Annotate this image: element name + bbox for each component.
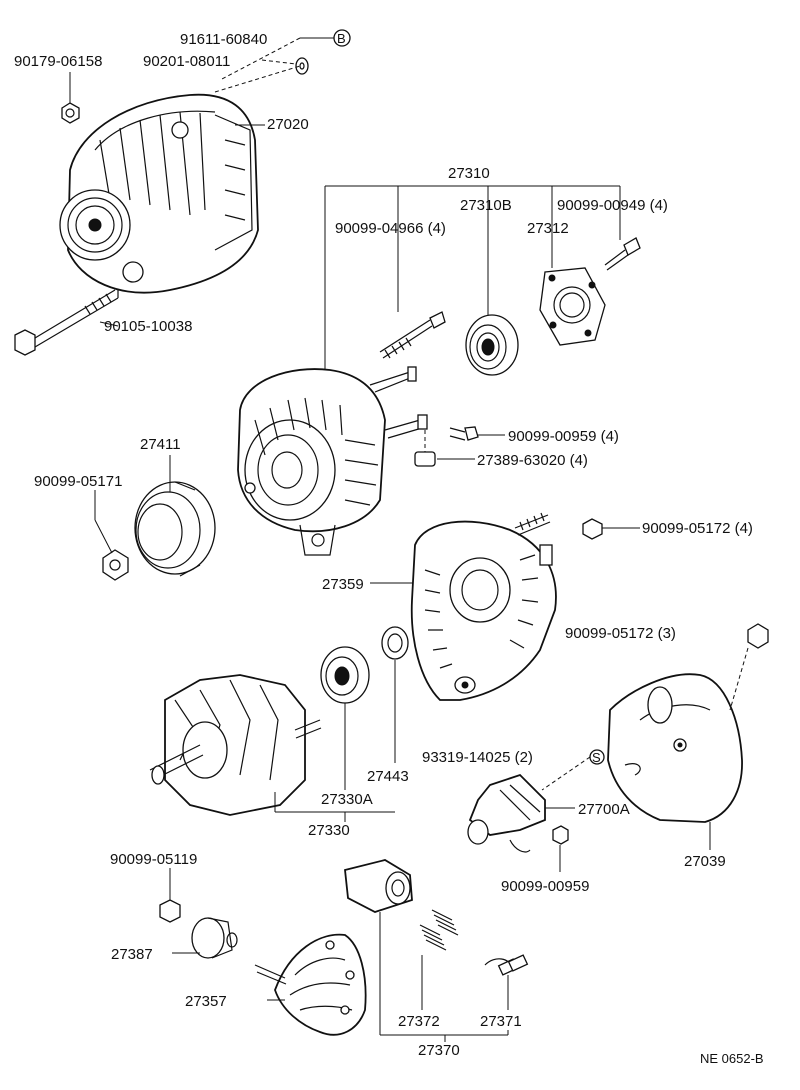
label-90201-08011: 90201-08011 bbox=[143, 53, 230, 70]
label-27020: 27020 bbox=[267, 116, 309, 133]
label-90099-04966: 90099-04966 (4) bbox=[335, 220, 446, 237]
label-90099-05119: 90099-05119 bbox=[110, 851, 197, 868]
label-90099-00959: 90099-00959 bbox=[501, 878, 589, 895]
brush-holder-27370-drawing bbox=[344, 859, 413, 1035]
label-27387: 27387 bbox=[111, 946, 153, 963]
label-91611-60840: 91611-60840 bbox=[180, 31, 267, 48]
label-27411: 27411 bbox=[140, 436, 181, 453]
retainer-plate-27312-drawing bbox=[539, 267, 606, 346]
insulator-27387-drawing bbox=[172, 917, 238, 959]
bolt-90105-10038-drawing bbox=[14, 289, 119, 356]
top-leaders bbox=[69, 37, 335, 327]
label-27310: 27310 bbox=[448, 165, 490, 182]
rotor-27330-drawing bbox=[149, 674, 322, 816]
label-90099-05171: 90099-05171 bbox=[34, 473, 122, 490]
bearing-27310b-drawing bbox=[465, 314, 519, 376]
nut-90099-05172-4-drawing bbox=[582, 518, 640, 540]
group-27370-bracket bbox=[380, 1030, 509, 1042]
label-27039: 27039 bbox=[684, 853, 726, 870]
label-90099-05172-3: 90099-05172 (3) bbox=[565, 625, 676, 642]
label-90099-00949: 90099-00949 (4) bbox=[557, 197, 668, 214]
rear-cover-27039-drawing bbox=[607, 647, 749, 850]
drive-end-frame-drawing bbox=[237, 366, 428, 556]
label-90105-10038: 90105-10038 bbox=[104, 318, 192, 335]
part-labels: 91611-60840 90179-06158 90201-08011 2702… bbox=[14, 31, 764, 1066]
nut-90099-05119-drawing bbox=[159, 868, 181, 923]
label-27370: 27370 bbox=[418, 1042, 460, 1059]
label-27330: 27330 bbox=[308, 822, 350, 839]
nut-90179-06158-drawing bbox=[61, 102, 80, 124]
label-27443: 27443 bbox=[367, 768, 409, 785]
group-27310-bracket bbox=[324, 185, 621, 370]
marker-b-text: B bbox=[337, 31, 346, 46]
label-27310b: 27310B bbox=[460, 197, 512, 214]
marker-b: B bbox=[333, 29, 351, 47]
brushes-27371-drawing bbox=[484, 954, 529, 1010]
label-27372: 27372 bbox=[398, 1013, 440, 1030]
label-27359: 27359 bbox=[322, 576, 364, 593]
seal-27443-drawing bbox=[381, 626, 409, 763]
label-90179-06158: 90179-06158 bbox=[14, 53, 102, 70]
label-93319-14025: 93319-14025 (2) bbox=[422, 749, 533, 766]
nut-90099-05172-3-drawing bbox=[747, 623, 769, 649]
diagram-id: NE 0652-B bbox=[700, 1051, 764, 1066]
regulator-27700a-drawing bbox=[467, 756, 591, 853]
rectifier-end-frame-27359-drawing bbox=[370, 512, 557, 701]
screw-90099-00959-drawing bbox=[552, 825, 569, 872]
springs-27372-drawing bbox=[419, 909, 459, 1010]
stud-90099-04966-drawing bbox=[379, 311, 446, 359]
label-27357: 27357 bbox=[185, 993, 227, 1010]
screw-and-insulator-drawing bbox=[414, 426, 505, 467]
label-27389-63020: 27389-63020 (4) bbox=[477, 452, 588, 469]
pulley-27411-drawing bbox=[134, 455, 216, 577]
screw-90099-00949-drawing bbox=[604, 237, 641, 271]
marker-s-text: S bbox=[592, 750, 601, 765]
bearing-27330a-drawing bbox=[320, 646, 370, 790]
alternator-assembly-drawing bbox=[14, 57, 309, 356]
nut-90099-05171-drawing bbox=[94, 490, 129, 581]
label-27371: 27371 bbox=[480, 1013, 522, 1030]
rectifier-27357-drawing bbox=[254, 933, 367, 1036]
label-27700a: 27700A bbox=[578, 801, 630, 818]
marker-s: S bbox=[589, 749, 605, 765]
group-27330-bracket bbox=[275, 811, 395, 822]
label-90099-05172-4: 90099-05172 (4) bbox=[642, 520, 753, 537]
label-27312: 27312 bbox=[527, 220, 569, 237]
label-27330a: 27330A bbox=[321, 791, 373, 808]
label-90099-00959-4: 90099-00959 (4) bbox=[508, 428, 619, 445]
